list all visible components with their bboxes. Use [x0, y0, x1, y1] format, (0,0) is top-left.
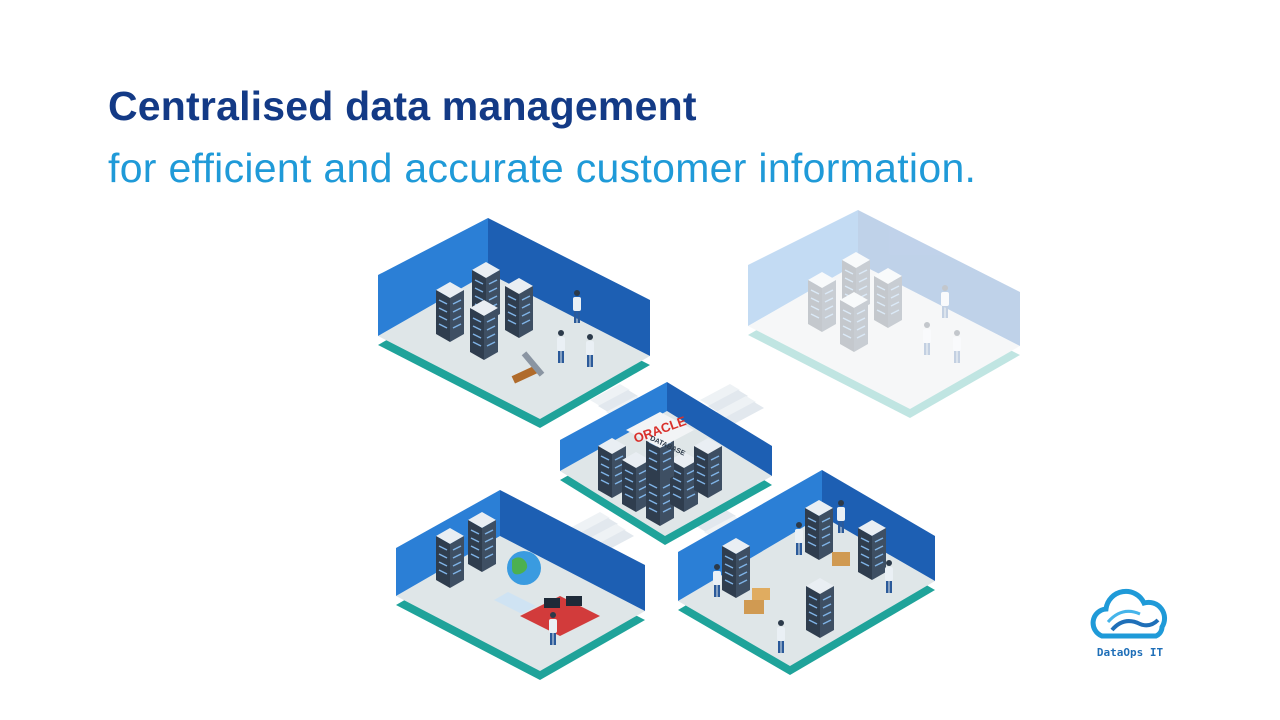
room-server-maintenance [378, 218, 650, 428]
cloud-icon [1090, 588, 1168, 639]
headline-title: Centralised data management [108, 83, 697, 129]
headline: Centralised data management for efficien… [108, 82, 976, 192]
room-workstation [396, 490, 645, 680]
room-server-faded [748, 210, 1020, 418]
headline-subtitle: for efficient and accurate customer info… [108, 145, 977, 191]
company-logo: DataOps IT [1080, 588, 1180, 668]
room-operations [678, 470, 935, 675]
logo-text: DataOps IT [1096, 646, 1164, 659]
room-database: ORACLE DATABASE [560, 382, 772, 545]
